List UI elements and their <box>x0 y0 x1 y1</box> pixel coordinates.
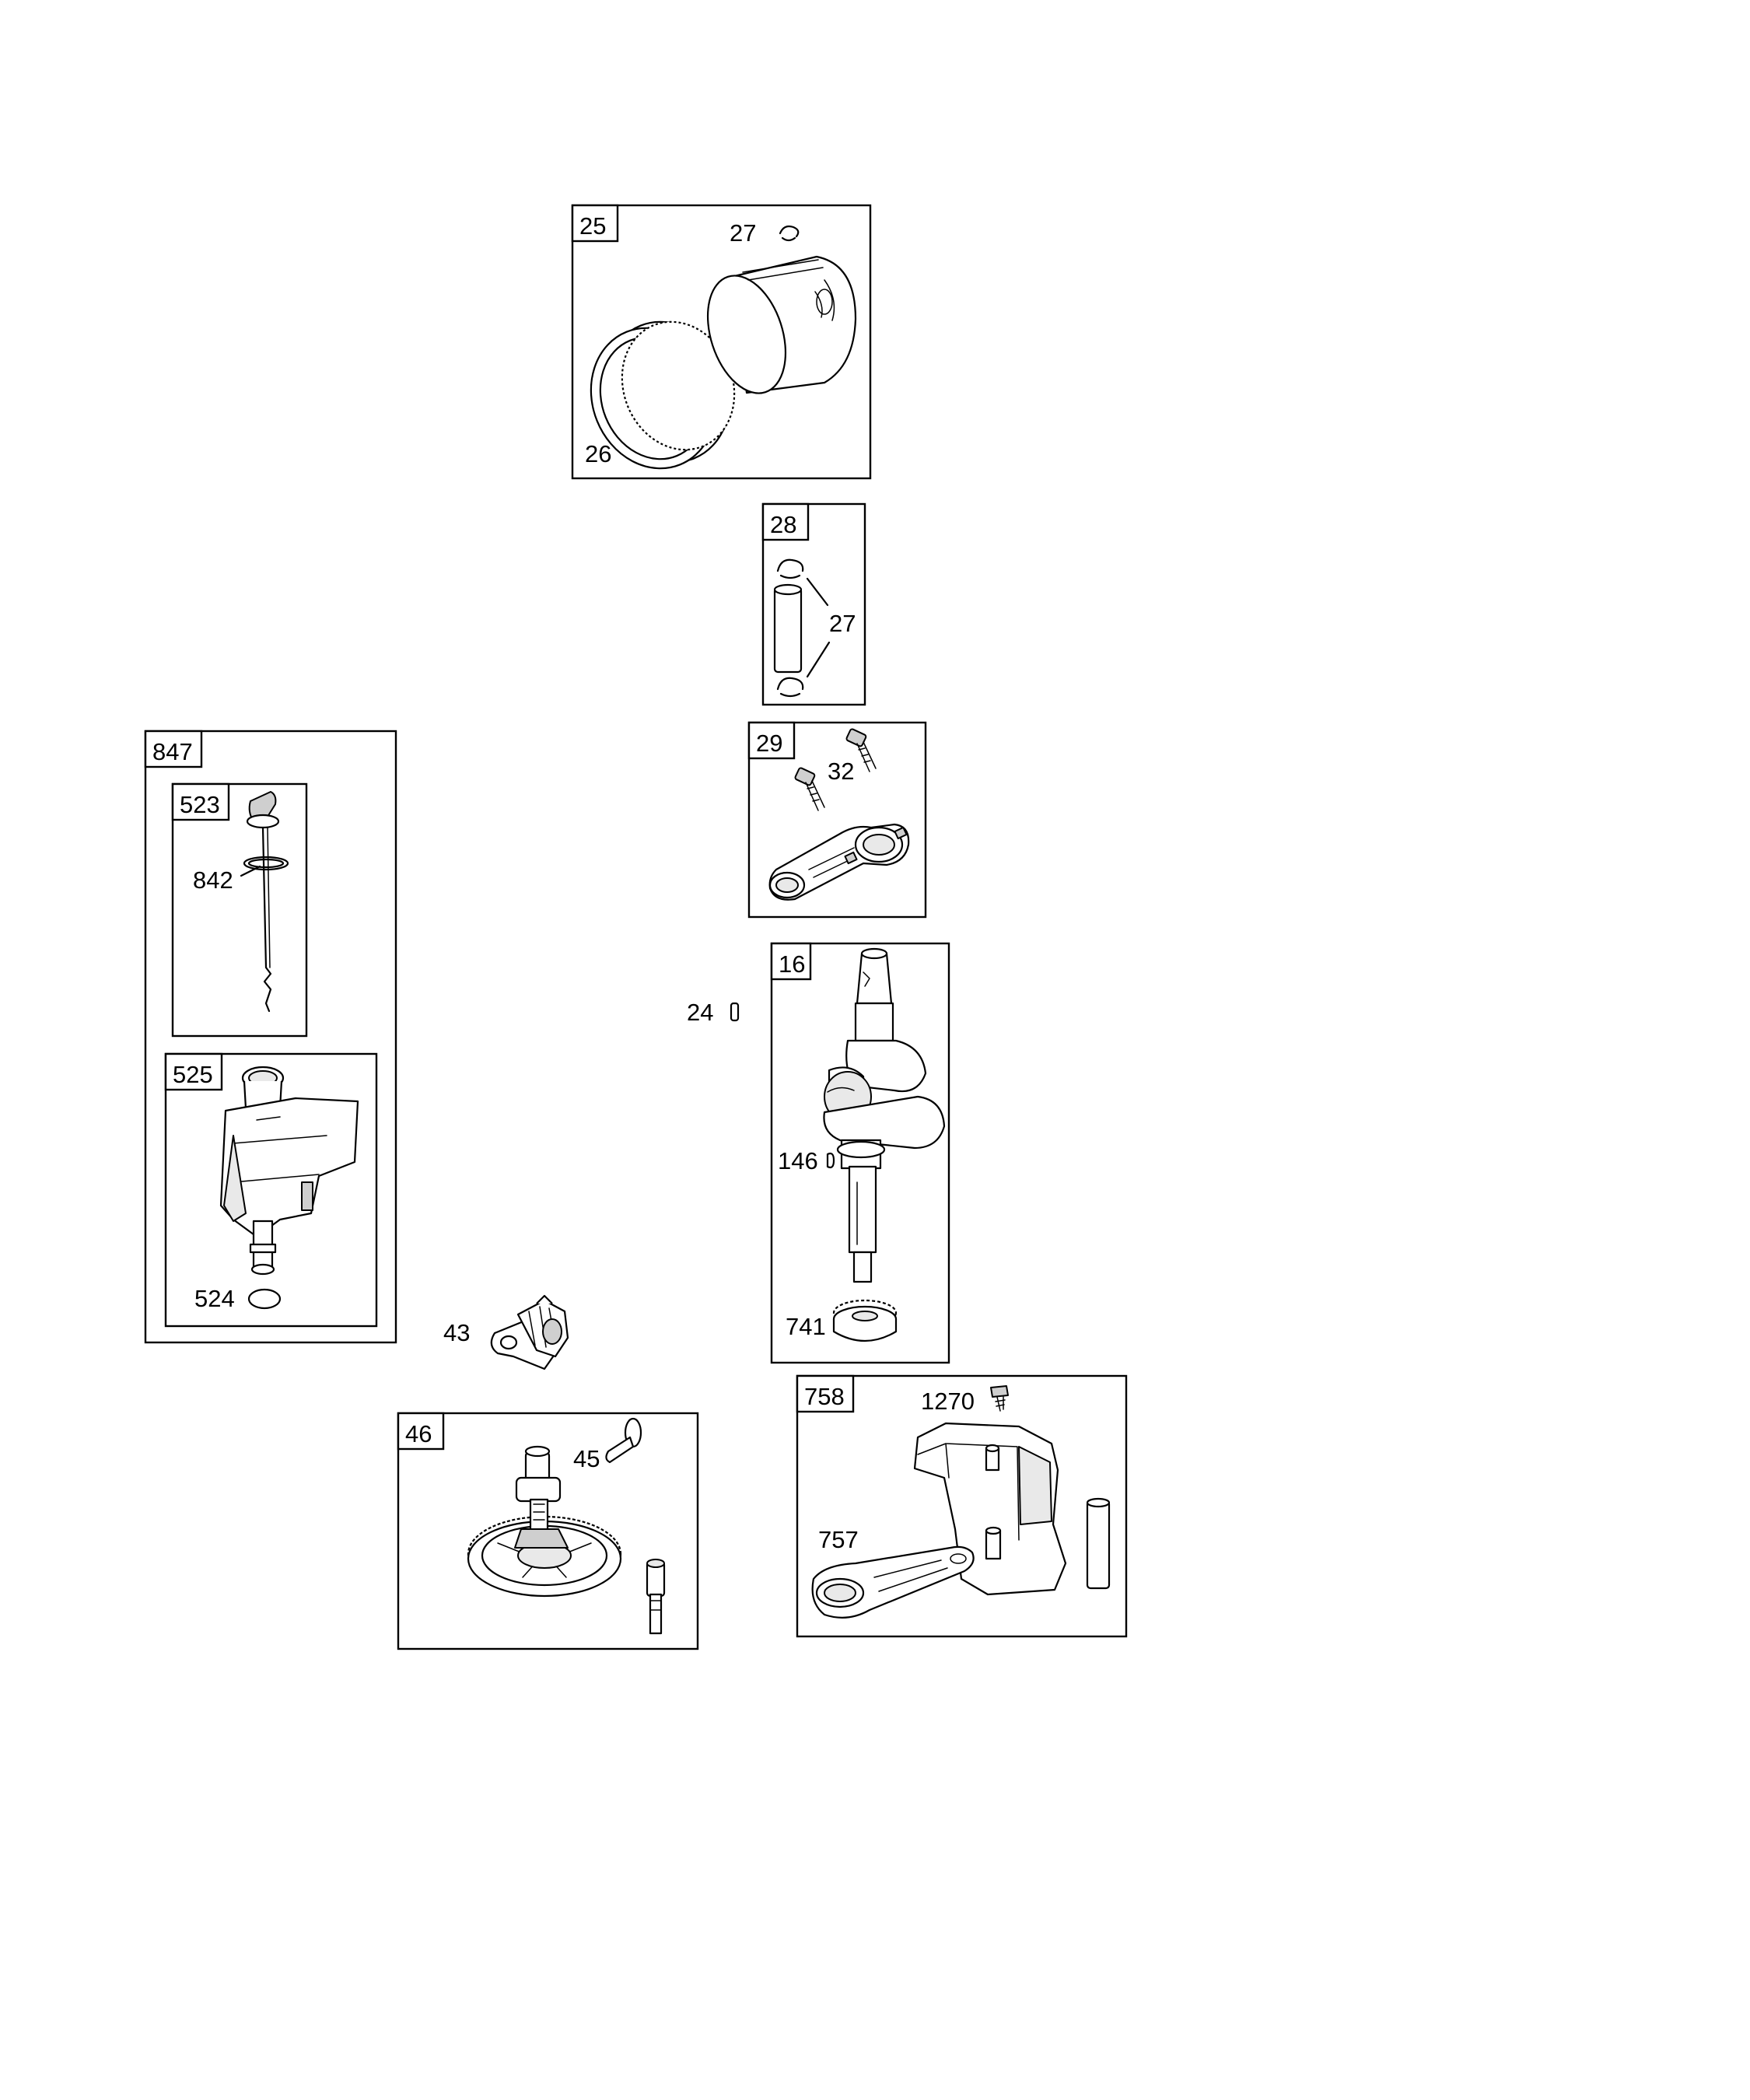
callout-45: 45 <box>573 1445 600 1472</box>
governor-43-group: 43 <box>443 1294 569 1370</box>
box-label-758: 758 <box>804 1383 845 1410</box>
crank-gear-741-illustration <box>832 1299 898 1342</box>
rod-bolt-2-illustration <box>794 767 825 811</box>
callout-741: 741 <box>786 1313 826 1340</box>
governor-illustration <box>490 1294 569 1370</box>
callout-27-pin: 27 <box>829 610 856 637</box>
box-label-25: 25 <box>579 212 606 240</box>
o-ring-524-illustration <box>247 1288 282 1310</box>
piston-illustration <box>706 255 857 394</box>
callout-524: 524 <box>194 1285 235 1312</box>
callout-27: 27 <box>730 219 756 247</box>
box-label-29: 29 <box>756 730 782 757</box>
dipstick-illustration <box>243 791 289 1013</box>
connecting-rod-illustration <box>768 823 910 901</box>
box-label-16: 16 <box>779 950 805 978</box>
callout-32: 32 <box>828 758 854 785</box>
callout-24: 24 <box>687 999 713 1026</box>
balancer-shaft-illustration <box>1086 1497 1111 1590</box>
callout-1270: 1270 <box>921 1388 975 1415</box>
box-label-525: 525 <box>173 1061 213 1088</box>
box-525: 525 524 <box>164 1052 378 1328</box>
key-146-illustration <box>826 1152 835 1169</box>
box-847: 847 523 842 525 <box>144 730 397 1344</box>
callout-146: 146 <box>778 1147 818 1174</box>
wrist-pin-illustration <box>773 583 803 674</box>
box-758: 758 1270 757 <box>796 1374 1128 1638</box>
pin-24-group: 24 <box>687 999 740 1026</box>
box-label-847: 847 <box>152 738 193 765</box>
dowel-24-illustration <box>730 1002 740 1022</box>
box-label-523: 523 <box>180 791 220 818</box>
clip-top-illustration <box>776 558 804 579</box>
clip-27-illustration <box>779 225 800 242</box>
clip-bottom-illustration <box>776 677 804 698</box>
crankshaft-illustration <box>823 947 946 1283</box>
box-label-46: 46 <box>405 1420 432 1447</box>
cam-pin-illustration <box>646 1559 666 1635</box>
callout-757: 757 <box>818 1526 859 1553</box>
tappet-45-illustration <box>605 1417 642 1464</box>
box-28: 28 27 <box>761 502 866 706</box>
balancer-link-757-illustration <box>811 1545 975 1619</box>
screw-1270-illustration <box>990 1385 1009 1412</box>
box-label-28: 28 <box>770 511 796 538</box>
callout-842: 842 <box>193 866 233 894</box>
box-523: 523 842 <box>171 782 308 1038</box>
dipstick-tube-illustration <box>219 1066 359 1276</box>
box-16: 16 146 <box>770 942 950 1364</box>
box-25: 25 27 26 <box>571 204 872 480</box>
piston-rings-illustration <box>590 320 736 470</box>
box-29: 29 32 <box>747 721 927 919</box>
balancer-housing-illustration <box>913 1422 1067 1596</box>
rod-bolt-1-illustration <box>845 728 877 772</box>
callout-26: 26 <box>585 440 611 467</box>
box-46: 46 45 <box>397 1412 699 1650</box>
camshaft-gear-illustration <box>467 1445 622 1598</box>
callout-43: 43 <box>443 1319 470 1346</box>
